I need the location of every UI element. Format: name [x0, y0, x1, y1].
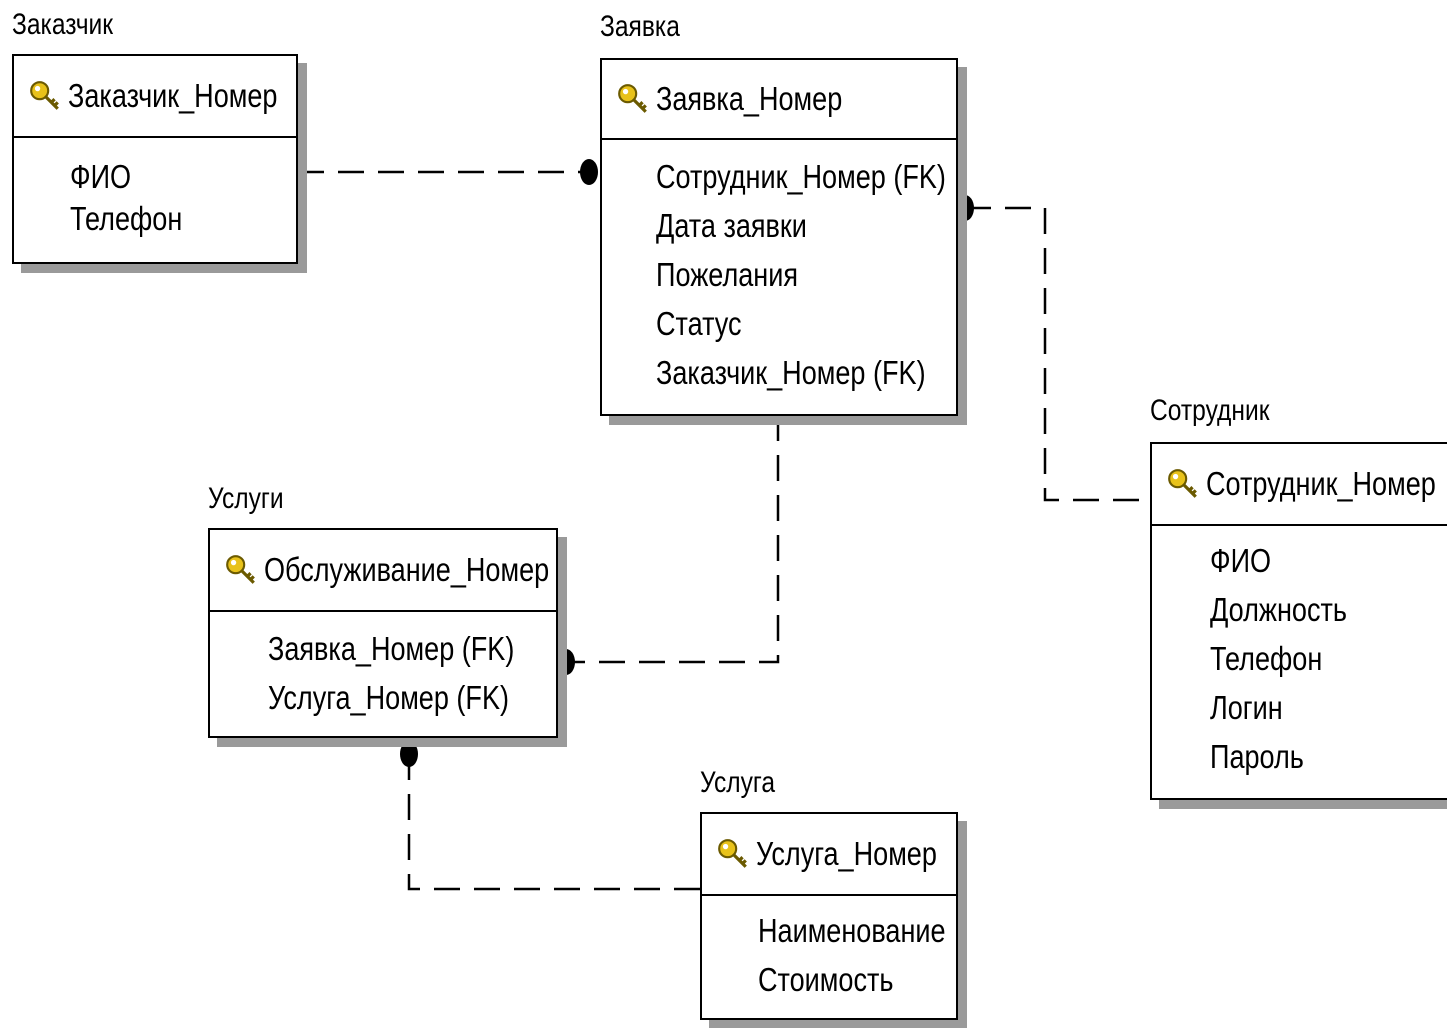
attribute-list: Наименование Стоимость — [702, 896, 956, 1004]
attribute-list: ФИО Должность Телефон Логин Пароль — [1152, 526, 1447, 781]
attribute: Должность — [1210, 591, 1347, 628]
entity-zayavka[interactable]: Заявка_Номер Сотрудник_Номер (FK) Дата з… — [600, 58, 958, 416]
attribute: Заявка_Номер (FK) — [268, 630, 515, 667]
key-icon — [618, 84, 647, 113]
entity-title-zayavka: Заявка — [600, 10, 680, 43]
entity-zakazchik[interactable]: Заказчик_Номер ФИО Телефон — [12, 54, 298, 264]
entity-title-usluga: Услуга — [700, 766, 776, 799]
rel-zayavka-sotrudnik — [965, 206, 1152, 502]
primary-key-label: Заказчик_Номер — [68, 77, 278, 114]
attribute: ФИО — [70, 158, 132, 195]
entity-usluga[interactable]: Услуга_Номер Наименование Стоимость — [700, 812, 958, 1020]
entity-sotrudnik[interactable]: Сотрудник_Номер ФИО Должность Телефон Ло… — [1150, 442, 1447, 800]
attribute: Дата заявки — [656, 207, 807, 244]
attribute: Логин — [1210, 689, 1283, 726]
attribute: Телефон — [1210, 640, 1323, 677]
attribute: Услуга_Номер (FK) — [268, 679, 510, 716]
rel-uslugi-usluga — [407, 754, 702, 891]
attribute-list: ФИО Телефон — [14, 138, 296, 243]
attribute: Пароль — [1210, 738, 1304, 775]
entity-title-zakazchik: Заказчик — [12, 8, 114, 41]
primary-key-row: Обслуживание_Номер — [210, 530, 556, 612]
primary-key-row: Сотрудник_Номер — [1152, 444, 1447, 526]
attribute: Стоимость — [758, 961, 894, 998]
key-icon — [1168, 469, 1197, 498]
key-icon — [718, 839, 747, 868]
primary-key-label: Обслуживание_Номер — [264, 551, 550, 588]
entity-uslugi[interactable]: Обслуживание_Номер Заявка_Номер (FK) Усл… — [208, 528, 558, 738]
attribute: Телефон — [70, 200, 183, 237]
attribute-list: Заявка_Номер (FK) Услуга_Номер (FK) — [210, 612, 556, 722]
attribute: ФИО — [1210, 542, 1272, 579]
primary-key-row: Заявка_Номер — [602, 60, 956, 140]
entity-title-sotrudnik: Сотрудник — [1150, 394, 1270, 427]
attribute: Пожелания — [656, 256, 799, 293]
primary-key-row: Заказчик_Номер — [14, 56, 296, 138]
primary-key-row: Услуга_Номер — [702, 814, 956, 896]
many-end-dot — [557, 649, 575, 675]
rel-zayavka-uslugi — [566, 415, 780, 664]
attribute: Заказчик_Номер (FK) — [656, 354, 926, 391]
attribute: Статус — [656, 305, 742, 342]
many-end-dot — [400, 741, 418, 767]
primary-key-label: Заявка_Номер — [656, 80, 843, 117]
primary-key-label: Услуга_Номер — [756, 835, 937, 872]
primary-key-label: Сотрудник_Номер — [1206, 465, 1436, 502]
attribute-list: Сотрудник_Номер (FK) Дата заявки Пожелан… — [602, 140, 956, 397]
entity-title-uslugi: Услуги — [208, 482, 284, 515]
key-icon — [226, 555, 255, 584]
many-end-dot — [580, 159, 598, 185]
many-end-dot — [956, 195, 974, 221]
key-icon — [30, 81, 59, 110]
attribute: Наименование — [758, 912, 946, 949]
attribute: Сотрудник_Номер (FK) — [656, 158, 946, 195]
